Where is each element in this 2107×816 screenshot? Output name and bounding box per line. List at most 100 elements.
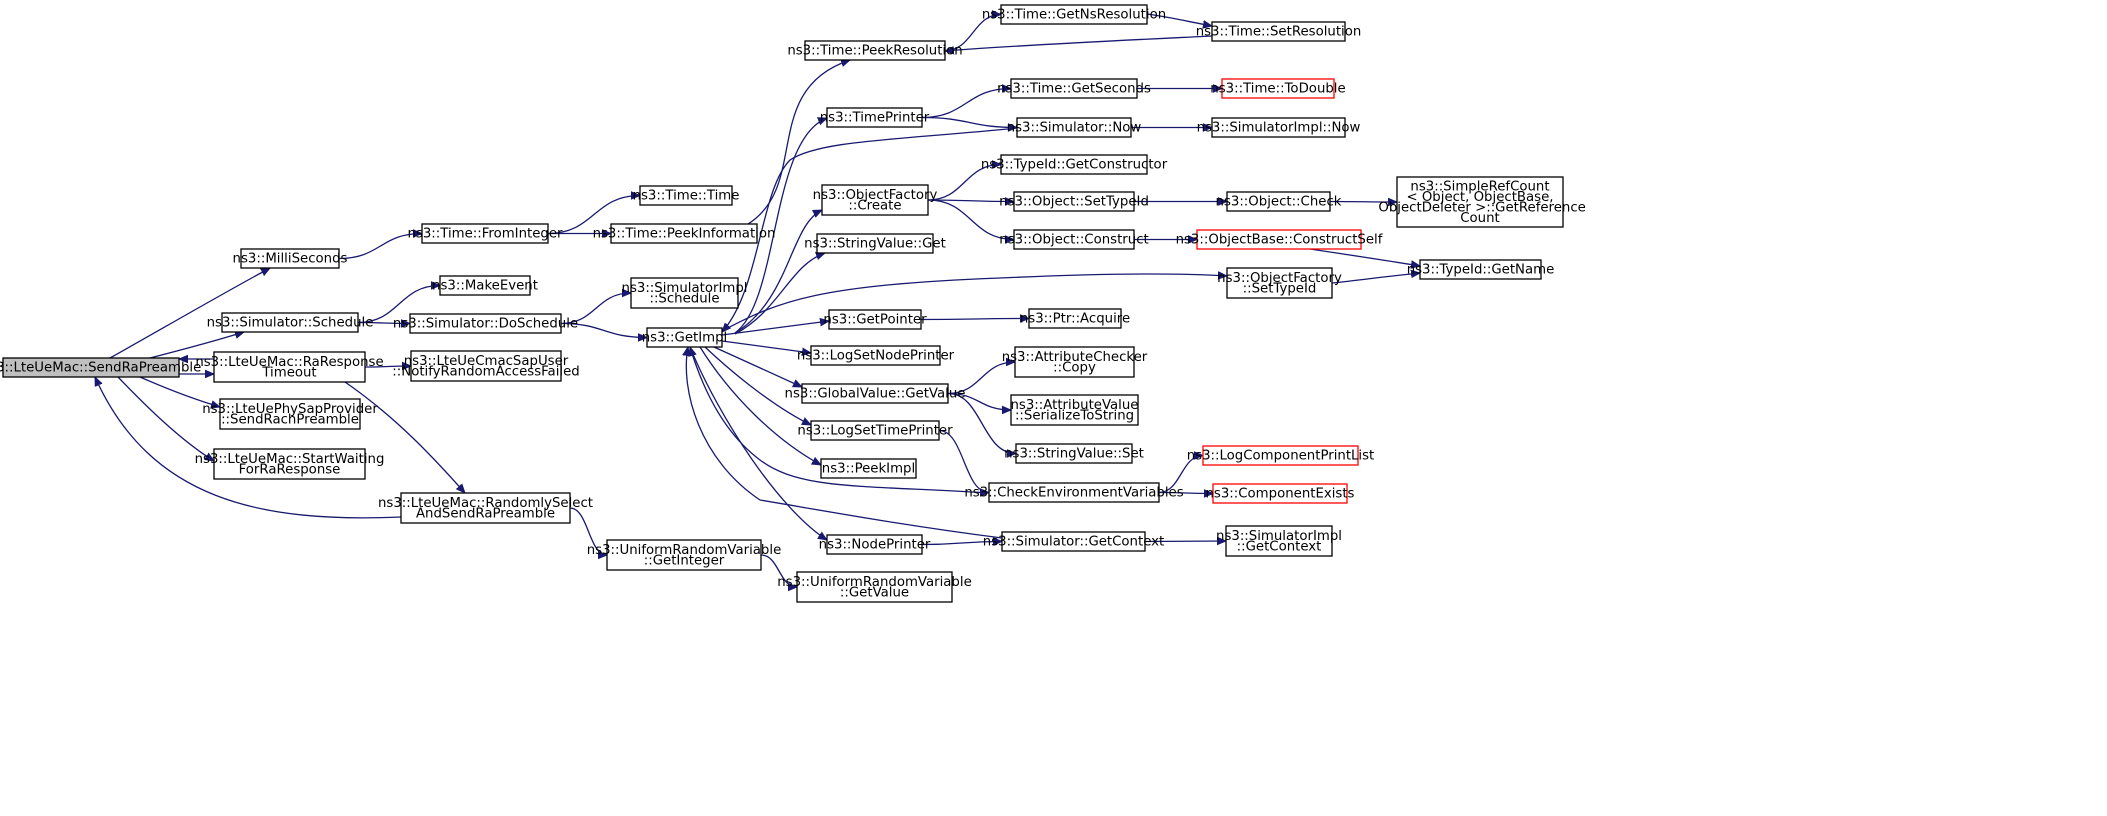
node-log-component-print-list[interactable]: ns3::LogComponentPrintList: [1187, 445, 1375, 466]
node-object-construct[interactable]: ns3::Object::Construct: [999, 229, 1149, 250]
node-time-get-seconds[interactable]: ns3::Time::GetSeconds: [997, 78, 1151, 99]
node-label-line: ns3::StringValue::Get: [804, 237, 946, 252]
edge-time_get_ns_resolution-to-time_set_resolution: [1146, 13, 1212, 26]
node-label-line: ns3::LteUeMac::RaResponse: [195, 355, 383, 370]
node-label: ns3::UniformRandomVariable::GetInteger: [587, 543, 782, 569]
node-sim-schedule[interactable]: ns3::Simulator::Schedule: [207, 312, 374, 333]
node-object-set-type-id[interactable]: ns3::Object::SetTypeId: [999, 191, 1149, 212]
node-box: [1419, 259, 1542, 280]
node-label-line: ns3::StringValue::Set: [1004, 447, 1144, 462]
node-label-line: ns3::Time::Time: [633, 189, 740, 204]
edge-simulator_get_context-to-get_impl: [686, 347, 1003, 539]
node-label-line: ForRaResponse: [239, 462, 341, 477]
node-typeid-get-name[interactable]: ns3::TypeId::GetName: [1407, 259, 1555, 280]
node-string-value-get[interactable]: ns3::StringValue::Get: [804, 233, 946, 254]
node-get-impl[interactable]: ns3::GetImpl: [642, 327, 727, 348]
node-label: ns3::Object::SetTypeId: [999, 195, 1149, 210]
edge-node_printer-to-simulator_get_context: [921, 542, 1002, 545]
node-attribute-value-serialize[interactable]: ns3::AttributeValue::SerializeToString: [1010, 394, 1139, 426]
node-component-exists[interactable]: ns3::ComponentExists: [1205, 483, 1355, 504]
node-time-time[interactable]: ns3::Time::Time: [633, 185, 740, 206]
node-label-line: ::NotifyRandomAccessFailed: [392, 364, 579, 379]
node-log-set-time-printer[interactable]: ns3::LogSetTimePrinter: [797, 420, 953, 441]
node-simimpl-schedule[interactable]: ns3::SimulatorImpl::Schedule: [622, 277, 748, 309]
node-label: ns3::LteUeCmacSapUser::NotifyRandomAcces…: [392, 354, 579, 380]
node-label: ns3::Simulator::GetContext: [983, 535, 1164, 550]
node-simimpl-get-context[interactable]: ns3::SimulatorImpl::GetContext: [1216, 525, 1342, 557]
node-box: [1001, 531, 1146, 552]
node-label-line: ns3::SimpleRefCount: [1410, 179, 1549, 194]
node-label: ns3::Time::PeekInformation: [593, 227, 776, 242]
node-box: [400, 492, 571, 524]
edge-get_impl-to-object_factory_set_type_id: [721, 274, 1227, 332]
node-urv-get-integer[interactable]: ns3::UniformRandomVariable::GetInteger: [587, 539, 782, 571]
node-time-to-double[interactable]: ns3::Time::ToDouble: [1210, 78, 1346, 99]
edge-check_env_vars-to-log_component_print_list: [1158, 456, 1204, 494]
node-box: [421, 223, 549, 244]
edge-get_impl-to-string_value_get: [734, 253, 825, 335]
node-object-factory-set-type-id[interactable]: ns3::ObjectFactory::SetTypeId: [1217, 267, 1342, 299]
node-box: [439, 275, 531, 296]
node-box: [1212, 483, 1348, 504]
node-label: ns3::Simulator::DoSchedule: [393, 317, 578, 332]
node-object-factory-create[interactable]: ns3::ObjectFactory::Create: [813, 184, 938, 216]
node-simulator-now[interactable]: ns3::Simulator::Now: [1007, 117, 1142, 138]
node-box: [1010, 78, 1138, 99]
node-sim-do-schedule[interactable]: ns3::Simulator::DoSchedule: [393, 313, 578, 334]
node-ptr-acquire[interactable]: ns3::Ptr::Acquire: [1020, 308, 1130, 329]
node-notify-ra-failed[interactable]: ns3::LteUeCmacSapUser::NotifyRandomAcces…: [392, 350, 580, 382]
node-log-set-node-printer[interactable]: ns3::LogSetNodePrinter: [797, 345, 955, 366]
node-make-event[interactable]: ns3::MakeEvent: [432, 275, 538, 296]
node-time-peek-resolution[interactable]: ns3::Time::PeekResolution: [787, 40, 963, 61]
node-get-pointer[interactable]: ns3::GetPointer: [823, 309, 927, 330]
node-simulator-get-context[interactable]: ns3::Simulator::GetContext: [983, 531, 1164, 552]
node-send-rach-preamble[interactable]: ns3::LteUePhySapProvider::SendRachPreamb…: [202, 398, 378, 430]
node-box: [240, 248, 340, 269]
node-label-line: ns3::LteUeMac::StartWaiting: [195, 452, 385, 467]
node-check-env-vars[interactable]: ns3::CheckEnvironmentVariables: [964, 482, 1184, 503]
node-attribute-checker-copy[interactable]: ns3::AttributeChecker::Copy: [1002, 346, 1148, 378]
node-label: ns3::ComponentExists: [1205, 487, 1354, 502]
node-time-printer[interactable]: ns3::TimePrinter: [820, 107, 930, 128]
node-label: ns3::ObjectBase::ConstructSelf: [1176, 233, 1383, 248]
node-box: [213, 351, 366, 383]
node-string-value-set[interactable]: ns3::StringValue::Set: [1004, 443, 1144, 464]
node-global-value-get-value[interactable]: ns3::GlobalValue::GetValue: [785, 383, 966, 404]
node-typeid-get-constructor[interactable]: ns3::TypeId::GetConstructor: [981, 154, 1168, 175]
edge-time_set_resolution-to-time_peek_resolution: [945, 35, 1213, 51]
node-peek-impl[interactable]: ns3::PeekImpl: [820, 458, 917, 479]
node-box: [801, 383, 949, 404]
node-simimpl-now[interactable]: ns3::SimulatorImpl::Now: [1197, 117, 1361, 138]
edge-send_ra_preamble-to-send_rach_preamble: [139, 376, 220, 407]
node-time-get-ns-resolution[interactable]: ns3::Time::GetNsResolution: [982, 4, 1166, 25]
node-object-check[interactable]: ns3::Object::Check: [1216, 191, 1342, 212]
node-label-line: ::SerializeToString: [1015, 408, 1134, 423]
node-object-base-construct-self[interactable]: ns3::ObjectBase::ConstructSelf: [1176, 229, 1383, 250]
node-milliseconds[interactable]: ns3::MilliSeconds: [233, 248, 348, 269]
node-simple-ref-count-get-ref[interactable]: ns3::SimpleRefCount< Object, ObjectBase,…: [1374, 176, 1586, 228]
edge-ra_response_timeout-to-notify_ra_failed: [364, 366, 411, 367]
edge-get_impl-to-node_printer: [689, 346, 827, 540]
edge-global_value_get_value-to-attribute_value_serialize: [947, 392, 1011, 411]
edge-object_check-to-simple_ref_count_get_ref: [1329, 202, 1397, 203]
node-node-printer[interactable]: ns3::NodePrinter: [819, 534, 931, 555]
node-urv-get-value[interactable]: ns3::UniformRandomVariable::GetValue: [777, 571, 972, 603]
node-label-line: ns3::Simulator::DoSchedule: [393, 317, 578, 332]
edge-get_impl-to-global_value_get_value: [713, 346, 802, 388]
node-time-peek-info[interactable]: ns3::Time::PeekInformation: [593, 223, 776, 244]
node-box: [988, 482, 1160, 503]
edges-layer: [94, 13, 1420, 587]
node-time-from-integer[interactable]: ns3::Time::FromInteger: [407, 223, 563, 244]
node-label-line: ns3::Object::Check: [1216, 195, 1342, 210]
node-box: [1211, 21, 1346, 42]
node-box: [1196, 229, 1362, 250]
node-label-line: ::Schedule: [649, 291, 719, 306]
node-box: [820, 458, 917, 479]
node-box: [639, 185, 733, 206]
node-time-set-resolution[interactable]: ns3::Time::SetResolution: [1196, 21, 1362, 42]
